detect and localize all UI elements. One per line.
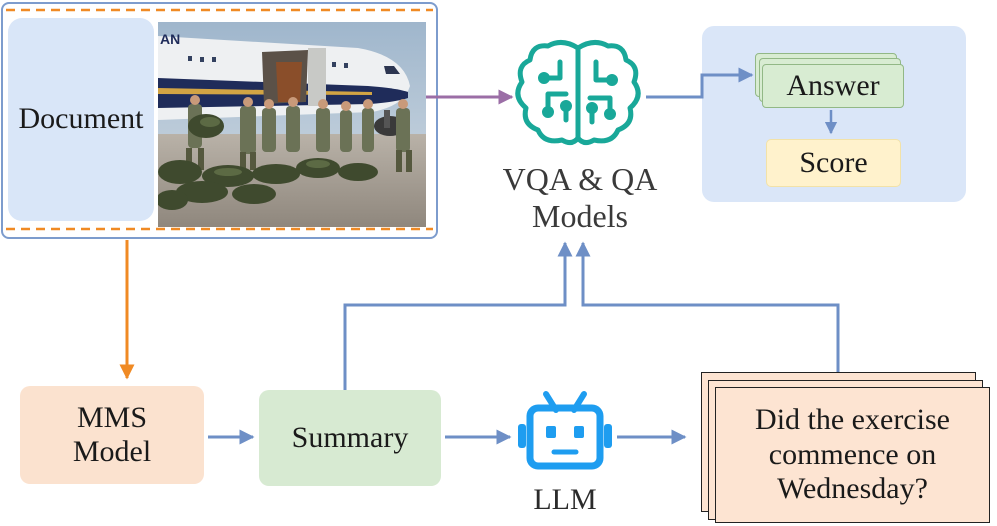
- svg-text:AN: AN: [160, 31, 180, 47]
- document-label: Document: [18, 102, 144, 136]
- summary-box: Summary: [259, 390, 441, 486]
- answer-label: Answer: [786, 68, 880, 102]
- document-box: Document: [8, 18, 154, 221]
- models-label-line2: Models: [532, 198, 628, 234]
- mms-label-line2: Model: [72, 435, 152, 468]
- document-photo: AN: [158, 22, 426, 227]
- summary-label: Summary: [291, 420, 409, 454]
- score-box: Score: [766, 139, 901, 187]
- airplane-photo-illustration: AN: [158, 22, 426, 227]
- arrow-models-to-answer: [646, 67, 754, 99]
- arrow-summary-to-models: [343, 241, 573, 390]
- models-label: VQA & QA Models: [470, 158, 690, 238]
- question-line2: commence on: [768, 437, 937, 471]
- llm-label: LLM: [515, 480, 615, 520]
- question-line1: Did the exercise: [755, 403, 950, 437]
- robot-icon: [518, 391, 612, 470]
- mms-model-box: MMS Model: [20, 386, 204, 484]
- models-label-line1: VQA & QA: [502, 161, 658, 198]
- llm-label-text: LLM: [533, 482, 597, 516]
- question-card: Did the exercise commence on Wednesday?: [715, 387, 990, 523]
- score-label: Score: [799, 145, 868, 179]
- arrow-question-to-models: [575, 241, 840, 372]
- question-line3: Wednesday?: [777, 472, 928, 506]
- brain-circuit-icon: [515, 40, 641, 146]
- mms-label-line1: MMS: [76, 400, 148, 434]
- answer-card: Answer: [762, 64, 904, 108]
